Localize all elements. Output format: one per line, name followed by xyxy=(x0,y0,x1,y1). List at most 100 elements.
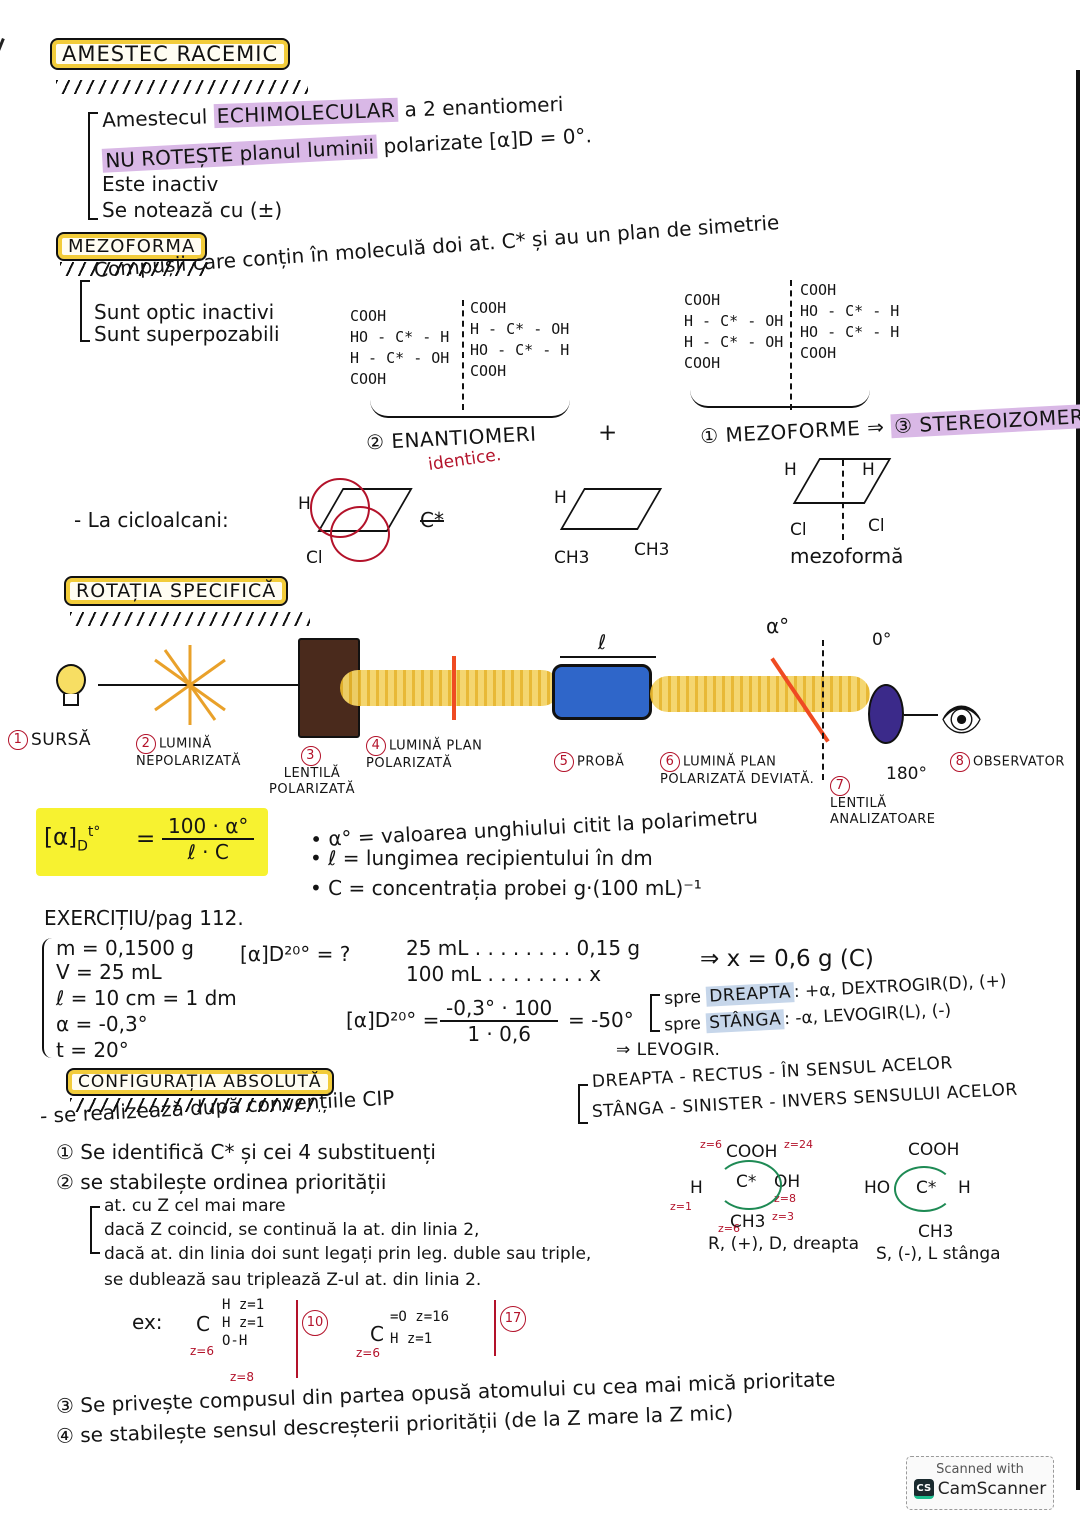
mol-r-bottom-z: z=3 xyxy=(772,1210,794,1223)
title-hatch xyxy=(70,1098,320,1112)
mesoform-bullet-1: Sunt optic inactivi xyxy=(94,300,275,324)
cyclo3-sub-h: H xyxy=(784,460,797,480)
mol-r-right-z: z=8 xyxy=(774,1192,796,1205)
light-bulb-icon xyxy=(56,664,86,696)
mol-r-top: COOH xyxy=(726,1142,778,1162)
cip-step-1: ① Se identifică C* și cei 4 substituenți xyxy=(56,1140,436,1164)
cyclo3-sub-h: H xyxy=(862,460,875,480)
no-chiral-carbon: C* xyxy=(420,508,444,532)
calc-fraction: -0,3° · 100 1 · 0,6 xyxy=(440,996,559,1046)
proportion-line-2: 100 mL . . . . . . . . x xyxy=(406,962,602,986)
structure-meso-left: COOH H - C* - OH H - C* - OH COOH xyxy=(684,291,784,372)
cyclo1-sub-cl: Cl xyxy=(306,548,323,568)
list-bracket xyxy=(90,1206,100,1254)
mesoforms-label: ① MEZOFORME ⇒ ③ STEREOIZOMERI xyxy=(700,403,1080,448)
mol-r-left: H xyxy=(690,1178,703,1198)
mol-s-left: HO xyxy=(864,1178,891,1198)
plus-sign: + xyxy=(598,420,618,446)
given-temperature: t = 20° xyxy=(56,1038,129,1062)
mol-r-left-z: z=1 xyxy=(670,1200,692,1213)
example1-substituents: H z=1 H z=1 O-H xyxy=(222,1297,265,1349)
list-bracket xyxy=(578,1084,588,1124)
cyclo3-sub-cl: Cl xyxy=(790,520,807,540)
racemic-bullet-4: Se notează cu (±) xyxy=(102,198,283,222)
page-edge-shadow xyxy=(1076,70,1080,1490)
structure-enantiomer-left: COOH HO - C* - H H - C* - OH COOH xyxy=(350,307,450,388)
length-arrow xyxy=(560,656,656,658)
structure-meso-right: COOH HO - C* - H HO - C* - H COOH xyxy=(800,281,900,362)
symmetry-plane xyxy=(842,460,844,540)
racemic-bullet-3: Este inactiv xyxy=(102,172,219,196)
cip-subrule-1: at. cu Z cel mai mare xyxy=(104,1196,286,1216)
calc-conclusion: ⇒ LEVOGIR. xyxy=(616,1040,721,1060)
racemic-bullet-2: NU ROTEȘTE planul luminii polarizate [α]… xyxy=(101,123,592,173)
cip-subrule-3: dacă at. din linia doi sunt legați prin … xyxy=(104,1244,592,1264)
mol-r-top-z: z=24 xyxy=(784,1138,813,1151)
example2-center: C xyxy=(370,1322,384,1346)
list-bracket xyxy=(650,994,660,1032)
cip-step-2: ② se stabilește ordinea priorității xyxy=(56,1170,387,1194)
given-mass: m = 0,1500 g xyxy=(56,936,194,960)
proportion-result: ⇒ x = 0,6 g (C) xyxy=(700,946,874,972)
mol-r-label: R, (+), D, dreapta xyxy=(708,1234,859,1254)
given-volume: V = 25 mL xyxy=(56,960,162,984)
zero-degree-label: 0° xyxy=(872,630,892,650)
list-bracket xyxy=(88,112,98,220)
mol-r-bottom-zc: z=6 xyxy=(718,1222,740,1235)
cycloalkanes-label: - La cicloalcani: xyxy=(74,508,229,532)
page-corner-mark xyxy=(0,38,5,123)
exercise-title: EXERCIȚIU/pag 112. xyxy=(44,906,244,930)
legend-length: • ℓ = lungimea recipientului în dm xyxy=(310,846,653,870)
formula-equals: = xyxy=(136,826,156,852)
reference-axis xyxy=(822,640,824,780)
title-hatch xyxy=(70,612,310,626)
deg-180-label: 180° xyxy=(886,764,927,784)
rotated-wave xyxy=(650,676,870,712)
exercise-unknown: [α]D²⁰° = ? xyxy=(240,942,351,966)
mirror-plane xyxy=(462,300,464,410)
length-label: ℓ xyxy=(598,630,607,654)
mol-s-label: S, (-), L stânga xyxy=(876,1244,1001,1264)
example1-z-oxygen: z=8 xyxy=(230,1370,254,1384)
mol-s-bottom: CH3 xyxy=(918,1222,954,1242)
cyclo-ring-2 xyxy=(559,488,663,530)
mirror-plane xyxy=(790,280,792,410)
example1-z-carbon: z=6 xyxy=(190,1344,214,1358)
mol-r-top-zc: z=6 xyxy=(700,1138,722,1151)
mol-s-right: H xyxy=(958,1178,971,1198)
mesoform-bullet-2: Sunt superpozabili xyxy=(94,322,280,346)
clockwise-arrow xyxy=(716,1160,782,1210)
formula-fraction: 100 · α° ℓ · C xyxy=(162,814,255,864)
example-divider xyxy=(494,1300,496,1356)
title-hatch xyxy=(56,80,308,94)
angle-label: α° xyxy=(766,614,790,638)
example1-sum: 10 xyxy=(302,1310,331,1336)
list-bracket xyxy=(80,280,90,342)
example1-center: C xyxy=(196,1312,210,1336)
example2-substituents: =O z=16 H z=1 xyxy=(390,1309,450,1347)
unpolarized-light-icon xyxy=(154,645,226,725)
cip-subrule-2: dacă Z coincid, se continuă la at. din l… xyxy=(104,1220,480,1240)
rule-dextrorotatory: spre DREAPTA: +α, DEXTROGIR(D), (+) xyxy=(663,971,1007,1009)
calc-result: = -50° xyxy=(568,1008,634,1032)
legend-concentration: • C = concentrația probei g·(100 mL)⁻¹ xyxy=(310,876,702,900)
calc-lhs: [α]D²⁰° = xyxy=(346,1008,440,1032)
brace xyxy=(370,400,570,418)
specific-rotation-formula: [α]Dt° = 100 · α° ℓ · C xyxy=(36,808,268,876)
cyclo3-sub-cl: Cl xyxy=(868,516,885,536)
mol-s-top: COOH xyxy=(908,1140,960,1160)
example-divider xyxy=(296,1300,298,1378)
title-hatch xyxy=(60,262,210,276)
proportion-line-1: 25 mL . . . . . . . . 0,15 g xyxy=(406,936,641,960)
legend-alpha: • α° = valoarea unghiului citit la polar… xyxy=(309,804,759,852)
section-title-specific-rotation: ROTAȚIA SPECIFICĂ xyxy=(64,576,289,606)
cyclo2-sub-h: H xyxy=(554,488,567,508)
section-title-mesoform: MEZOFORMA xyxy=(56,232,208,261)
